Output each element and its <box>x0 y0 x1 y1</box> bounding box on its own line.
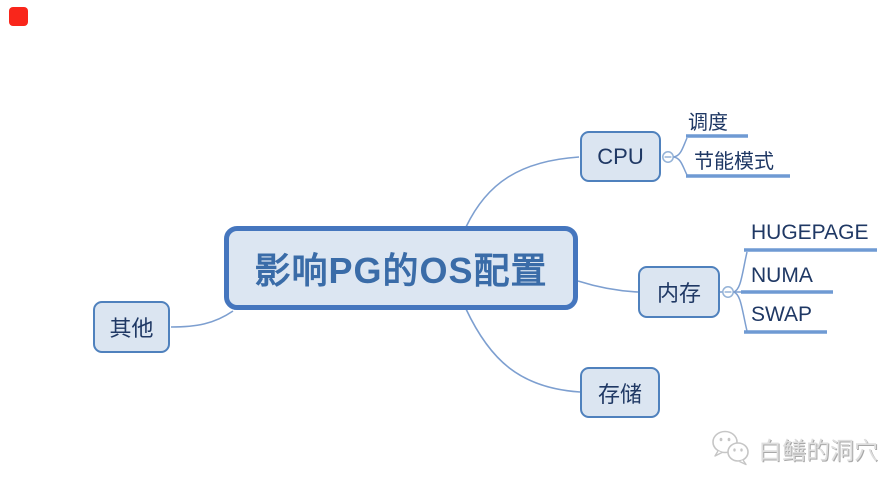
red-dot-marker <box>9 7 28 26</box>
branch-curve-storage <box>465 308 581 393</box>
child-topic-powersave-mode[interactable]: 节能模式 <box>694 151 774 173</box>
child-topic-hugepage[interactable]: HUGEPAGE <box>751 221 869 244</box>
collapse-toggle-cpu[interactable] <box>662 151 674 163</box>
child-topic-scheduling[interactable]: 调度 <box>688 112 728 134</box>
child-bracket-memory-up <box>733 251 748 293</box>
child-bracket-cpu-down <box>673 156 688 176</box>
watermark-text: 白鳝的洞穴 <box>758 437 878 465</box>
branch-curve-cpu <box>465 156 580 228</box>
collapse-toggle-memory[interactable] <box>722 286 734 298</box>
topic-other[interactable]: 其他 <box>93 301 170 353</box>
topic-cpu-label: CPU <box>597 143 644 169</box>
topic-cpu[interactable]: CPU <box>580 131 661 182</box>
branch-curve-memory <box>577 280 639 293</box>
branch-curve-other <box>170 310 234 328</box>
child-topic-numa[interactable]: NUMA <box>751 264 813 287</box>
topic-memory[interactable]: 内存 <box>638 266 720 318</box>
child-bracket-memory-down <box>733 291 748 332</box>
wechat-logo-icon <box>712 430 749 466</box>
child-bracket-cpu-up <box>673 137 688 158</box>
central-topic[interactable]: 影响PG的OS配置 <box>224 226 578 310</box>
central-topic-label: 影响PG的OS配置 <box>254 250 548 291</box>
topic-other-label: 其他 <box>109 316 154 341</box>
topic-memory-label: 内存 <box>656 281 701 306</box>
child-topic-swap[interactable]: SWAP <box>751 303 813 326</box>
topic-storage-label: 存储 <box>597 381 642 407</box>
watermark: 白鳝的洞穴 <box>710 429 878 467</box>
topic-storage[interactable]: 存储 <box>580 367 660 418</box>
